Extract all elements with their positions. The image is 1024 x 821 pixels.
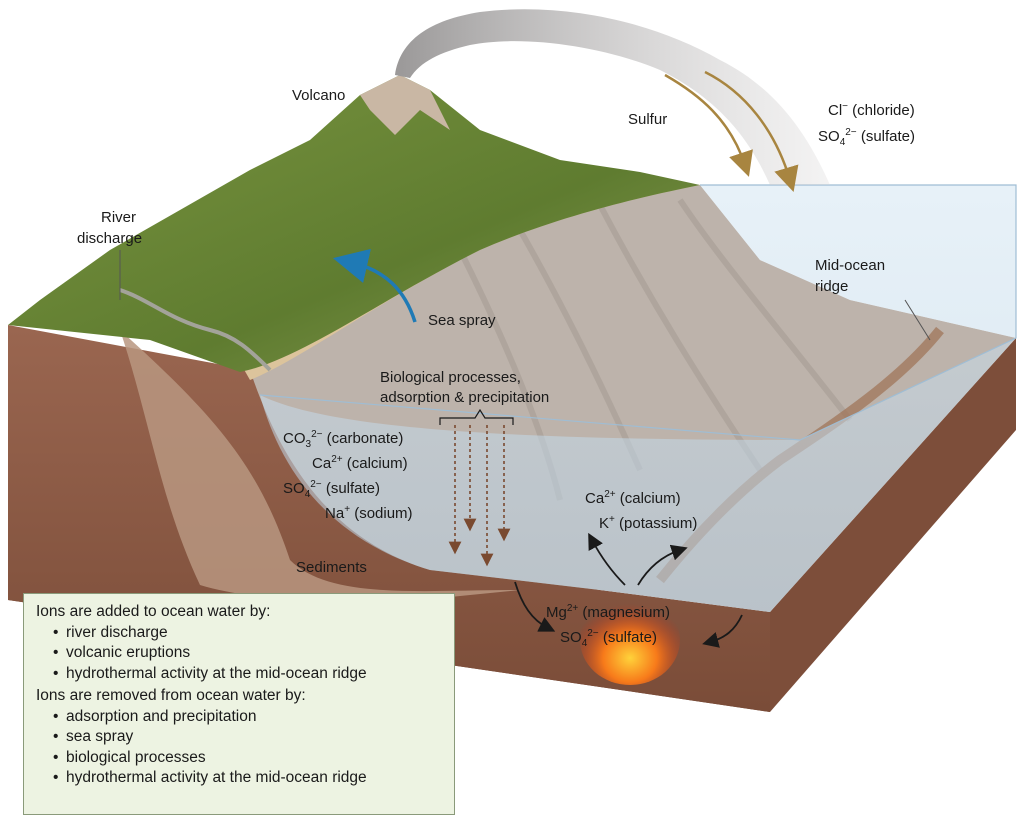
legend-removed-list: adsorption and precipitation sea spray b…	[36, 707, 442, 789]
removed-ion-3: Na+ (sodium)	[325, 504, 413, 522]
legend-removed-item: hydrothermal activity at the mid-ocean r…	[53, 768, 442, 789]
land-volcano	[8, 75, 700, 372]
sea-spray-arrow	[332, 248, 417, 323]
chloride-label: Cl− (chloride)	[828, 101, 915, 119]
bio-label-1: Biological processes,	[380, 369, 521, 386]
chloride-name: (chloride)	[848, 102, 915, 119]
sulfur-arrow-2	[704, 70, 799, 192]
legend-added-item: river discharge	[53, 623, 442, 644]
water-surface-box	[259, 184, 1017, 441]
river-label-1: River	[101, 209, 136, 226]
mid-ocean-label-1: Mid-ocean	[815, 257, 885, 274]
hydrothermal-arrows	[514, 532, 743, 648]
legend-box: Ions are added to ocean water by: river …	[23, 593, 455, 815]
vent-in-ion-0: Mg2+ (magnesium)	[546, 603, 670, 621]
river	[119, 288, 272, 372]
bio-label-2: adsorption & precipitation	[380, 389, 549, 406]
crust-right-face	[770, 338, 1016, 712]
legend-removed-heading: Ions are removed from ocean water by:	[36, 687, 306, 704]
legend-added-heading: Ions are added to ocean water by:	[36, 603, 271, 620]
magma-plume	[580, 595, 680, 685]
sulfate-top-label: SO42− (sulfate)	[818, 127, 915, 148]
legend-removed-item: sea spray	[53, 727, 442, 748]
bio-brace	[439, 408, 514, 425]
vent-out-ion-0: Ca2+ (calcium)	[585, 489, 681, 507]
chloride-charge: −	[842, 101, 848, 112]
mid-ocean-label-2: ridge	[815, 278, 848, 295]
sea-spray-label: Sea spray	[428, 312, 496, 329]
mid-ocean-pointer	[904, 299, 931, 341]
removed-ion-2: SO42− (sulfate)	[283, 479, 380, 500]
vent-in-ions-list: Mg2+ (magnesium) SO42− (sulfate)	[546, 603, 670, 649]
sulfate-top-sub: 4	[840, 137, 846, 148]
sulfur-label: Sulfur	[628, 111, 667, 128]
legend-added-list: river discharge volcanic eruptions hydro…	[36, 623, 442, 685]
legend-added-item: hydrothermal activity at the mid-ocean r…	[53, 664, 442, 685]
chloride-formula: Cl	[828, 102, 842, 119]
volcano-peak	[360, 75, 450, 135]
river-label-2: discharge	[77, 230, 142, 247]
sulfur-arrow-1	[664, 73, 753, 177]
vent-out-ions-list: Ca2+ (calcium) K+ (potassium)	[585, 489, 697, 532]
sulfate-top-name: (sulfate)	[857, 128, 915, 145]
legend-removed-item: adsorption and precipitation	[53, 707, 442, 728]
sediments-label: Sediments	[296, 559, 367, 576]
removed-ion-1: Ca2+ (calcium)	[312, 454, 408, 472]
legend-added-item: volcanic eruptions	[53, 643, 442, 664]
sediment-layer	[120, 330, 520, 602]
beach	[230, 182, 700, 380]
seafloor-ridges	[457, 198, 853, 501]
removed-ion-0: CO32− (carbonate)	[283, 429, 403, 450]
sulfate-top-charge: 2−	[845, 127, 857, 138]
vent-out-ion-1: K+ (potassium)	[599, 514, 697, 532]
sinking-arrows	[448, 425, 511, 567]
volcano-label: Volcano	[292, 87, 345, 104]
legend-removed-item: biological processes	[53, 748, 442, 769]
ocean-water	[260, 185, 1016, 612]
removed-ions-list: CO32− (carbonate) Ca2+ (calcium) SO42− (su…	[283, 429, 413, 522]
vent-in-ion-1: SO42− (sulfate)	[560, 628, 657, 649]
sulfate-top-formula: SO	[818, 128, 840, 145]
